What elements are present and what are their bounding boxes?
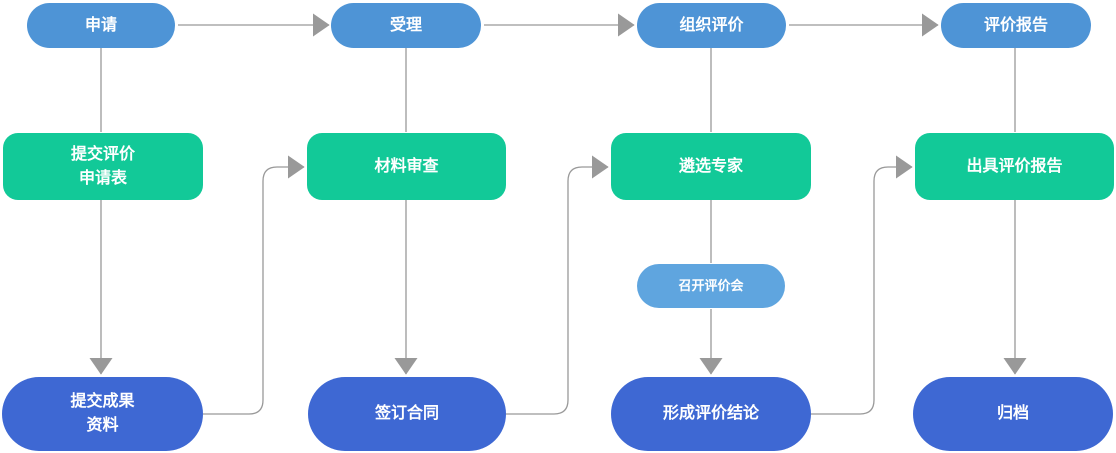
node-material-review: 材料审查	[307, 133, 506, 200]
node-submit-application-form-label: 提交评价 申请表	[70, 145, 135, 187]
arrow-contract-to-select-experts	[506, 155, 609, 415]
node-submit-achievement-materials: 提交成果 资料	[2, 377, 203, 451]
node-evaluation-report-label: 评价报告	[983, 16, 1048, 34]
node-submit-application-form: 提交评价 申请表	[3, 133, 203, 200]
node-select-experts: 遴选专家	[611, 133, 811, 200]
node-form-evaluation-conclusion-label: 形成评价结论	[662, 405, 759, 422]
node-hold-evaluation-meeting-label: 召开评价会	[678, 278, 744, 293]
node-evaluation-report: 评价报告	[941, 3, 1091, 48]
node-sign-contract-label: 签订合同	[374, 405, 439, 422]
node-sign-contract: 签订合同	[308, 377, 506, 451]
node-organize-evaluation: 组织评价	[637, 3, 786, 48]
arrow-materials-to-material-review	[203, 155, 305, 415]
node-apply: 申请	[27, 3, 175, 48]
node-accept: 受理	[331, 3, 481, 48]
arrow-conclusion-to-issue-report	[810, 155, 913, 415]
node-form-evaluation-conclusion: 形成评价结论	[611, 377, 811, 451]
node-organize-evaluation-label: 组织评价	[679, 16, 744, 34]
node-apply-label: 申请	[84, 16, 117, 34]
node-accept-label: 受理	[389, 16, 422, 34]
node-archive-label: 归档	[996, 405, 1029, 422]
node-issue-evaluation-report-label: 出具评价报告	[966, 157, 1063, 175]
node-select-experts-label: 遴选专家	[678, 157, 743, 175]
node-submit-achievement-materials-label: 提交成果 资料	[70, 393, 135, 434]
node-hold-evaluation-meeting: 召开评价会	[637, 264, 785, 308]
node-issue-evaluation-report: 出具评价报告	[915, 133, 1114, 200]
node-archive: 归档	[913, 377, 1113, 451]
node-material-review-label: 材料审查	[374, 157, 439, 175]
